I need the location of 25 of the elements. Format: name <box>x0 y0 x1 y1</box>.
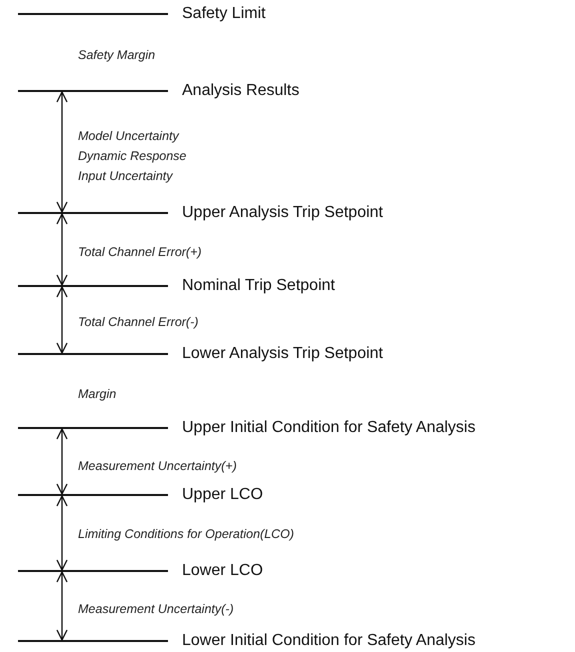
level-label: Lower Analysis Trip Setpoint <box>182 344 383 364</box>
range-note: Input Uncertainty <box>78 168 172 184</box>
range-note: Margin <box>78 386 116 402</box>
level-label: Lower Initial Condition for Safety Analysis <box>182 631 476 651</box>
level-label: Analysis Results <box>182 81 300 101</box>
level-label: Upper Analysis Trip Setpoint <box>182 203 383 223</box>
level-label: Nominal Trip Setpoint <box>182 276 335 296</box>
level-label: Lower LCO <box>182 561 263 581</box>
double-arrow <box>56 286 68 354</box>
range-note: Total Channel Error(-) <box>78 314 198 330</box>
level-label: Safety Limit <box>182 4 266 24</box>
level-label: Upper LCO <box>182 485 263 505</box>
range-note: Safety Margin <box>78 47 156 63</box>
range-note: Measurement Uncertainty(+) <box>78 458 237 474</box>
double-arrow <box>56 91 68 213</box>
double-arrow <box>56 571 68 641</box>
range-note: Total Channel Error(+) <box>78 244 202 260</box>
range-note: Dynamic Response <box>78 148 186 164</box>
level-label: Upper Initial Condition for Safety Analysis <box>182 418 476 438</box>
double-arrow <box>56 213 68 286</box>
range-note: Model Uncertainty <box>78 128 179 144</box>
double-arrow <box>56 428 68 495</box>
double-arrow <box>56 495 68 571</box>
range-note: Measurement Uncertainty(-) <box>78 601 234 617</box>
range-note: Limiting Conditions for Operation(LCO) <box>78 526 294 542</box>
